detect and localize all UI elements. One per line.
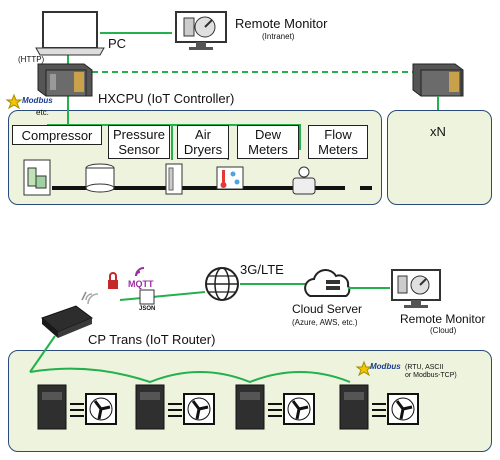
inverter-1-icon bbox=[37, 384, 67, 430]
json-file-icon bbox=[139, 289, 155, 305]
iot-router-icon bbox=[41, 291, 99, 338]
device-air-dryers-label: Air Dryers bbox=[183, 127, 223, 157]
pc-label: PC bbox=[108, 36, 127, 51]
device-flow-meters: Flow Meters bbox=[308, 125, 368, 159]
device-dew-meters: Dew Meters bbox=[237, 125, 299, 159]
device-dew-meters-label: Dew Meters bbox=[248, 127, 288, 157]
fan-3-icon bbox=[268, 393, 315, 425]
cloud-sub: (Azure, AWS, etc.) bbox=[292, 318, 358, 327]
device-air-dryers: Air Dryers bbox=[177, 125, 229, 159]
pressure-tank-icon bbox=[85, 163, 115, 193]
remote-monitor-cloud-icon bbox=[391, 269, 441, 308]
device-compressor-label: Compressor bbox=[21, 127, 93, 143]
device-pressure-sensor-label: Pressure Sensor bbox=[112, 127, 166, 157]
remote-monitor-cloud-sub: (Cloud) bbox=[430, 326, 457, 335]
router-globe-link bbox=[119, 291, 206, 301]
inverter-daisy-chain bbox=[29, 367, 351, 384]
modbus-star-bottom bbox=[355, 360, 373, 377]
air-dryer-icon bbox=[165, 163, 183, 195]
device-pressure-sensor: Pressure Sensor bbox=[108, 125, 170, 159]
compressor-icon bbox=[23, 159, 51, 196]
controller-label: HXCPU (IoT Controller) bbox=[98, 91, 235, 106]
fan-2-icon bbox=[168, 393, 215, 425]
xn-controller-icon bbox=[412, 63, 464, 97]
device-flow-meters-label: Flow Meters bbox=[318, 127, 358, 157]
network-label: 3G/LTE bbox=[240, 262, 284, 277]
fan-1-icon bbox=[70, 393, 117, 425]
hxcpu-controller-icon bbox=[37, 63, 93, 97]
xn-label: xN bbox=[430, 124, 446, 139]
mqtt-icon bbox=[135, 267, 145, 277]
remote-monitor-intranet-icon bbox=[175, 11, 227, 50]
router-label: CP Trans (IoT Router) bbox=[88, 332, 216, 347]
modbus-star-top bbox=[5, 93, 23, 110]
router-inverter-link bbox=[29, 335, 56, 373]
mqtt-label: MQTT bbox=[128, 279, 154, 289]
etc-label: etc. bbox=[36, 108, 49, 117]
lock-icon bbox=[108, 272, 118, 289]
remote-monitor-intranet-sub: (Intranet) bbox=[262, 32, 295, 41]
modbus-badge-top: Modbus bbox=[22, 96, 53, 105]
dew-meter-icon bbox=[216, 166, 244, 190]
http-label: (HTTP) bbox=[18, 55, 45, 64]
modbus-badge-bottom: Modbus bbox=[370, 362, 401, 371]
remote-monitor-intranet-title: Remote Monitor bbox=[235, 16, 328, 31]
factory-panel-xn bbox=[387, 110, 492, 205]
device-compressor: Compressor bbox=[12, 125, 102, 145]
inverter-3-icon bbox=[235, 384, 265, 430]
cloud-icon bbox=[304, 269, 351, 297]
globe-icon bbox=[205, 267, 239, 301]
pc-icon bbox=[35, 11, 105, 56]
cloud-title: Cloud Server bbox=[292, 302, 363, 316]
inverter-4-icon bbox=[339, 384, 369, 430]
remote-monitor-cloud-title: Remote Monitor bbox=[400, 312, 486, 326]
fan-4-icon bbox=[372, 393, 419, 425]
json-label: JSON bbox=[139, 306, 156, 312]
inverter-2-icon bbox=[135, 384, 165, 430]
flow-meter-icon bbox=[292, 166, 316, 195]
modbus-sub-bottom: (RTU, ASCII or Modbus-TCP) bbox=[405, 364, 457, 379]
